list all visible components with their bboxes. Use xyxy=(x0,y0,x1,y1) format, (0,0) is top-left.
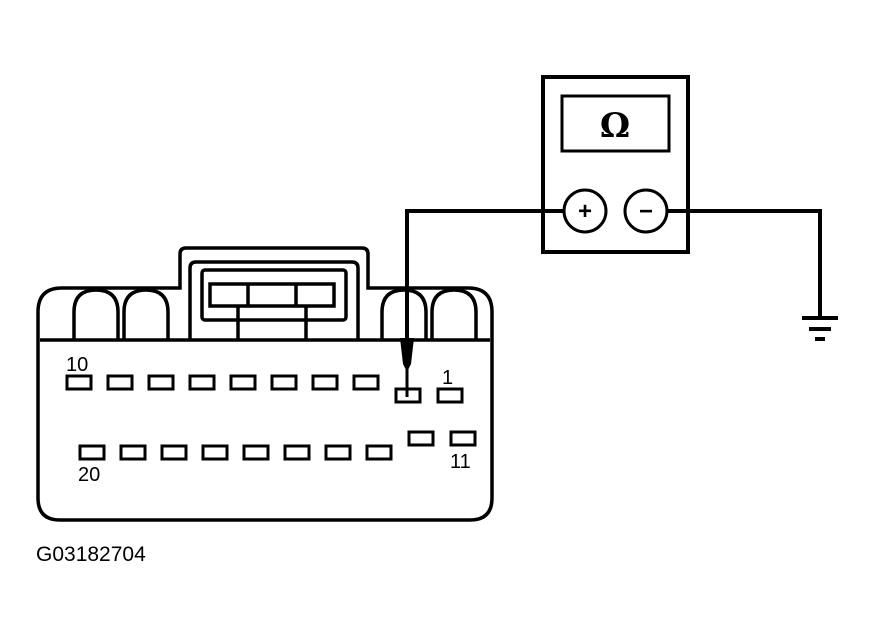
test-leads xyxy=(405,209,822,338)
terminal-20 xyxy=(78,444,106,461)
probe-body xyxy=(400,338,414,372)
terminal-6 xyxy=(229,374,257,391)
terminal-19 xyxy=(119,444,147,461)
terminal-row-top xyxy=(65,374,464,404)
terminal-11 xyxy=(449,430,477,447)
probe xyxy=(400,338,414,397)
terminal-1 xyxy=(436,387,464,404)
ohm-symbol: Ω xyxy=(600,106,630,146)
lock-tab-inner xyxy=(200,268,348,322)
latch-rib xyxy=(72,288,120,340)
terminal-5 xyxy=(270,374,298,391)
terminal-16 xyxy=(242,444,270,461)
ground-icon xyxy=(802,316,838,341)
terminal-10 xyxy=(65,374,93,391)
terminal-13 xyxy=(365,444,393,461)
terminal-row-bottom xyxy=(78,430,477,461)
pin-label-20: 20 xyxy=(78,464,100,486)
terminal-3 xyxy=(352,374,380,391)
terminal-18 xyxy=(160,444,188,461)
terminal-4 xyxy=(311,374,339,391)
connector-shell xyxy=(36,246,494,522)
terminal-14 xyxy=(324,444,352,461)
figure-id: G03182704 xyxy=(36,543,146,566)
terminal-15 xyxy=(283,444,311,461)
latch-rib xyxy=(122,288,170,340)
lock-slot xyxy=(208,282,336,308)
lock-tongue xyxy=(236,306,308,340)
negative-lead xyxy=(667,209,822,318)
terminal-12 xyxy=(407,430,435,447)
positive-lead xyxy=(405,209,564,338)
latch-rib xyxy=(430,288,478,340)
terminal-8 xyxy=(147,374,175,391)
latch-rib xyxy=(380,288,428,340)
ohmmeter: Ω + − xyxy=(541,75,690,254)
terminal-9 xyxy=(106,374,134,391)
terminal-17 xyxy=(201,444,229,461)
pin-label-10: 10 xyxy=(66,354,88,376)
terminal-7 xyxy=(188,374,216,391)
pin-label-11: 11 xyxy=(450,451,471,473)
ohmmeter-display xyxy=(560,94,671,153)
connector xyxy=(36,246,494,522)
lock-tab-outer xyxy=(188,260,360,340)
plus-terminal-label: + xyxy=(578,198,592,225)
pin-label-1: 1 xyxy=(442,367,453,389)
minus-terminal-label: − xyxy=(639,198,653,225)
